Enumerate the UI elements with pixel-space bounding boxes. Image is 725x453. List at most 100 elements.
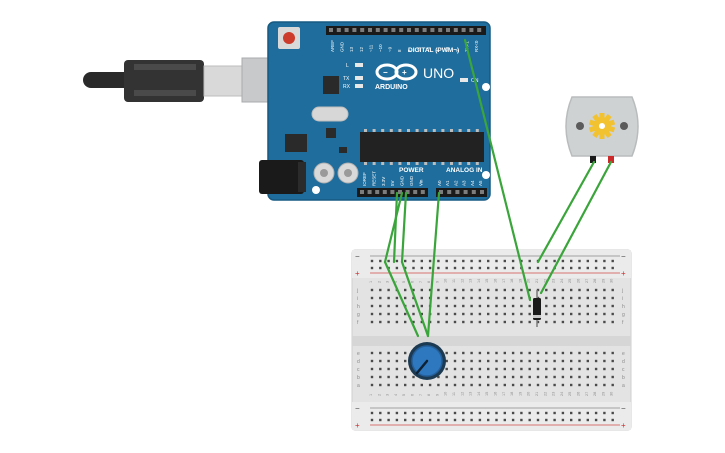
wires bbox=[383, 38, 613, 338]
header-pin bbox=[439, 190, 443, 194]
column-number: 19 bbox=[518, 279, 522, 283]
motor-terminal-negative bbox=[590, 156, 596, 163]
diode bbox=[533, 290, 541, 327]
column-number: 19 bbox=[518, 392, 522, 396]
column-number: 29 bbox=[601, 279, 605, 283]
wire-pot-left bbox=[383, 260, 420, 338]
header-pin bbox=[352, 28, 357, 32]
led-tx-label: TX bbox=[343, 76, 350, 82]
column-number: 14 bbox=[477, 279, 481, 283]
board-brand: ARDUINO bbox=[375, 84, 408, 91]
header-pin bbox=[360, 28, 365, 32]
board-model: UNO bbox=[423, 65, 454, 81]
column-number: 5 bbox=[402, 394, 406, 396]
column-number: 29 bbox=[601, 392, 605, 396]
column-number: 24 bbox=[560, 279, 564, 283]
wire-gnd-2 bbox=[400, 191, 408, 264]
header-pin bbox=[430, 28, 435, 32]
dc-motor bbox=[565, 96, 639, 163]
column-number: 23 bbox=[552, 392, 556, 396]
motor-screw bbox=[620, 122, 628, 130]
digital-header bbox=[326, 26, 486, 35]
header-pin bbox=[477, 28, 482, 32]
svg-text:−: − bbox=[383, 68, 388, 77]
header-pin bbox=[375, 28, 380, 32]
column-number: 28 bbox=[593, 279, 597, 283]
row-letter: j bbox=[356, 288, 358, 294]
small-chip bbox=[326, 128, 336, 138]
header-pin bbox=[453, 28, 458, 32]
column-number: 15 bbox=[485, 392, 489, 396]
crystal bbox=[311, 106, 349, 122]
column-number: 16 bbox=[494, 279, 498, 283]
analog-pin-label: A2 bbox=[453, 180, 458, 186]
power-pin-label: 3.3V bbox=[381, 177, 386, 186]
header-pin bbox=[382, 190, 387, 194]
digital-pin-label: 8 bbox=[397, 49, 402, 52]
row-letter: b bbox=[622, 375, 625, 381]
column-number: 30 bbox=[610, 279, 614, 283]
mount-hole bbox=[482, 83, 490, 91]
column-number: 17 bbox=[502, 279, 506, 283]
usb-chip bbox=[323, 76, 339, 94]
column-number: 12 bbox=[460, 279, 464, 283]
header-pin bbox=[405, 190, 410, 194]
column-number: 24 bbox=[560, 392, 564, 396]
column-number: 18 bbox=[510, 279, 514, 283]
digital-pin-label: ~9 bbox=[388, 46, 393, 52]
column-number: 13 bbox=[469, 392, 473, 396]
column-number: 14 bbox=[477, 392, 481, 396]
column-number: 27 bbox=[585, 392, 589, 396]
wire-motor-negative bbox=[536, 160, 596, 264]
rail-minus-label: − bbox=[355, 404, 360, 413]
column-number: 2 bbox=[377, 394, 381, 396]
header-pin bbox=[375, 190, 380, 194]
header-pin bbox=[360, 190, 364, 194]
rail-minus-label: − bbox=[621, 404, 626, 413]
column-number: 21 bbox=[535, 392, 539, 396]
header-pin bbox=[455, 190, 460, 194]
rail-plus-label: + bbox=[355, 269, 360, 278]
digital-pin-label: ~10 bbox=[378, 44, 383, 52]
column-number: 2 bbox=[377, 281, 381, 283]
power-jack bbox=[259, 160, 304, 194]
header-pin bbox=[367, 190, 372, 194]
row-letter: h bbox=[622, 304, 625, 310]
wire-5v bbox=[383, 191, 404, 264]
column-number: 10 bbox=[444, 392, 448, 396]
column-number: 16 bbox=[494, 392, 498, 396]
column-number: 6 bbox=[411, 394, 415, 396]
digital-pin-label: RX<0 bbox=[474, 40, 479, 52]
usb-cable-strain-relief bbox=[83, 72, 133, 88]
header-pin bbox=[336, 28, 341, 32]
header-pin bbox=[438, 28, 443, 32]
led-tx bbox=[355, 76, 363, 80]
rail-minus-label: − bbox=[621, 252, 626, 261]
rail-plus-label: + bbox=[621, 269, 626, 278]
smd-part bbox=[339, 147, 347, 153]
digital-pin-label: ~3 bbox=[445, 46, 450, 52]
column-number: 28 bbox=[593, 392, 597, 396]
row-letter: e bbox=[622, 351, 625, 357]
power-rail-bottom bbox=[352, 402, 631, 430]
digital-pin-label: 12 bbox=[359, 46, 364, 52]
column-number: 22 bbox=[543, 279, 547, 283]
pot-indicator bbox=[415, 359, 429, 375]
column-number: 17 bbox=[502, 392, 506, 396]
rail-plus-label: + bbox=[621, 421, 626, 430]
header-pin bbox=[383, 28, 388, 32]
column-number: 20 bbox=[527, 279, 531, 283]
column-numbers: 1122334455667788991010111112121313141415… bbox=[369, 279, 614, 396]
analog-pin-label: A1 bbox=[445, 180, 450, 186]
digital-pin-label: 4 bbox=[436, 49, 441, 52]
digital-pin-label: 2 bbox=[455, 49, 460, 52]
header-pin bbox=[420, 190, 425, 194]
row-letter: c bbox=[357, 367, 360, 373]
column-number: 26 bbox=[577, 279, 581, 283]
reset-button[interactable] bbox=[283, 32, 295, 44]
column-number: 23 bbox=[552, 279, 556, 283]
row-letter: f bbox=[622, 320, 624, 326]
header-pin bbox=[344, 28, 349, 32]
